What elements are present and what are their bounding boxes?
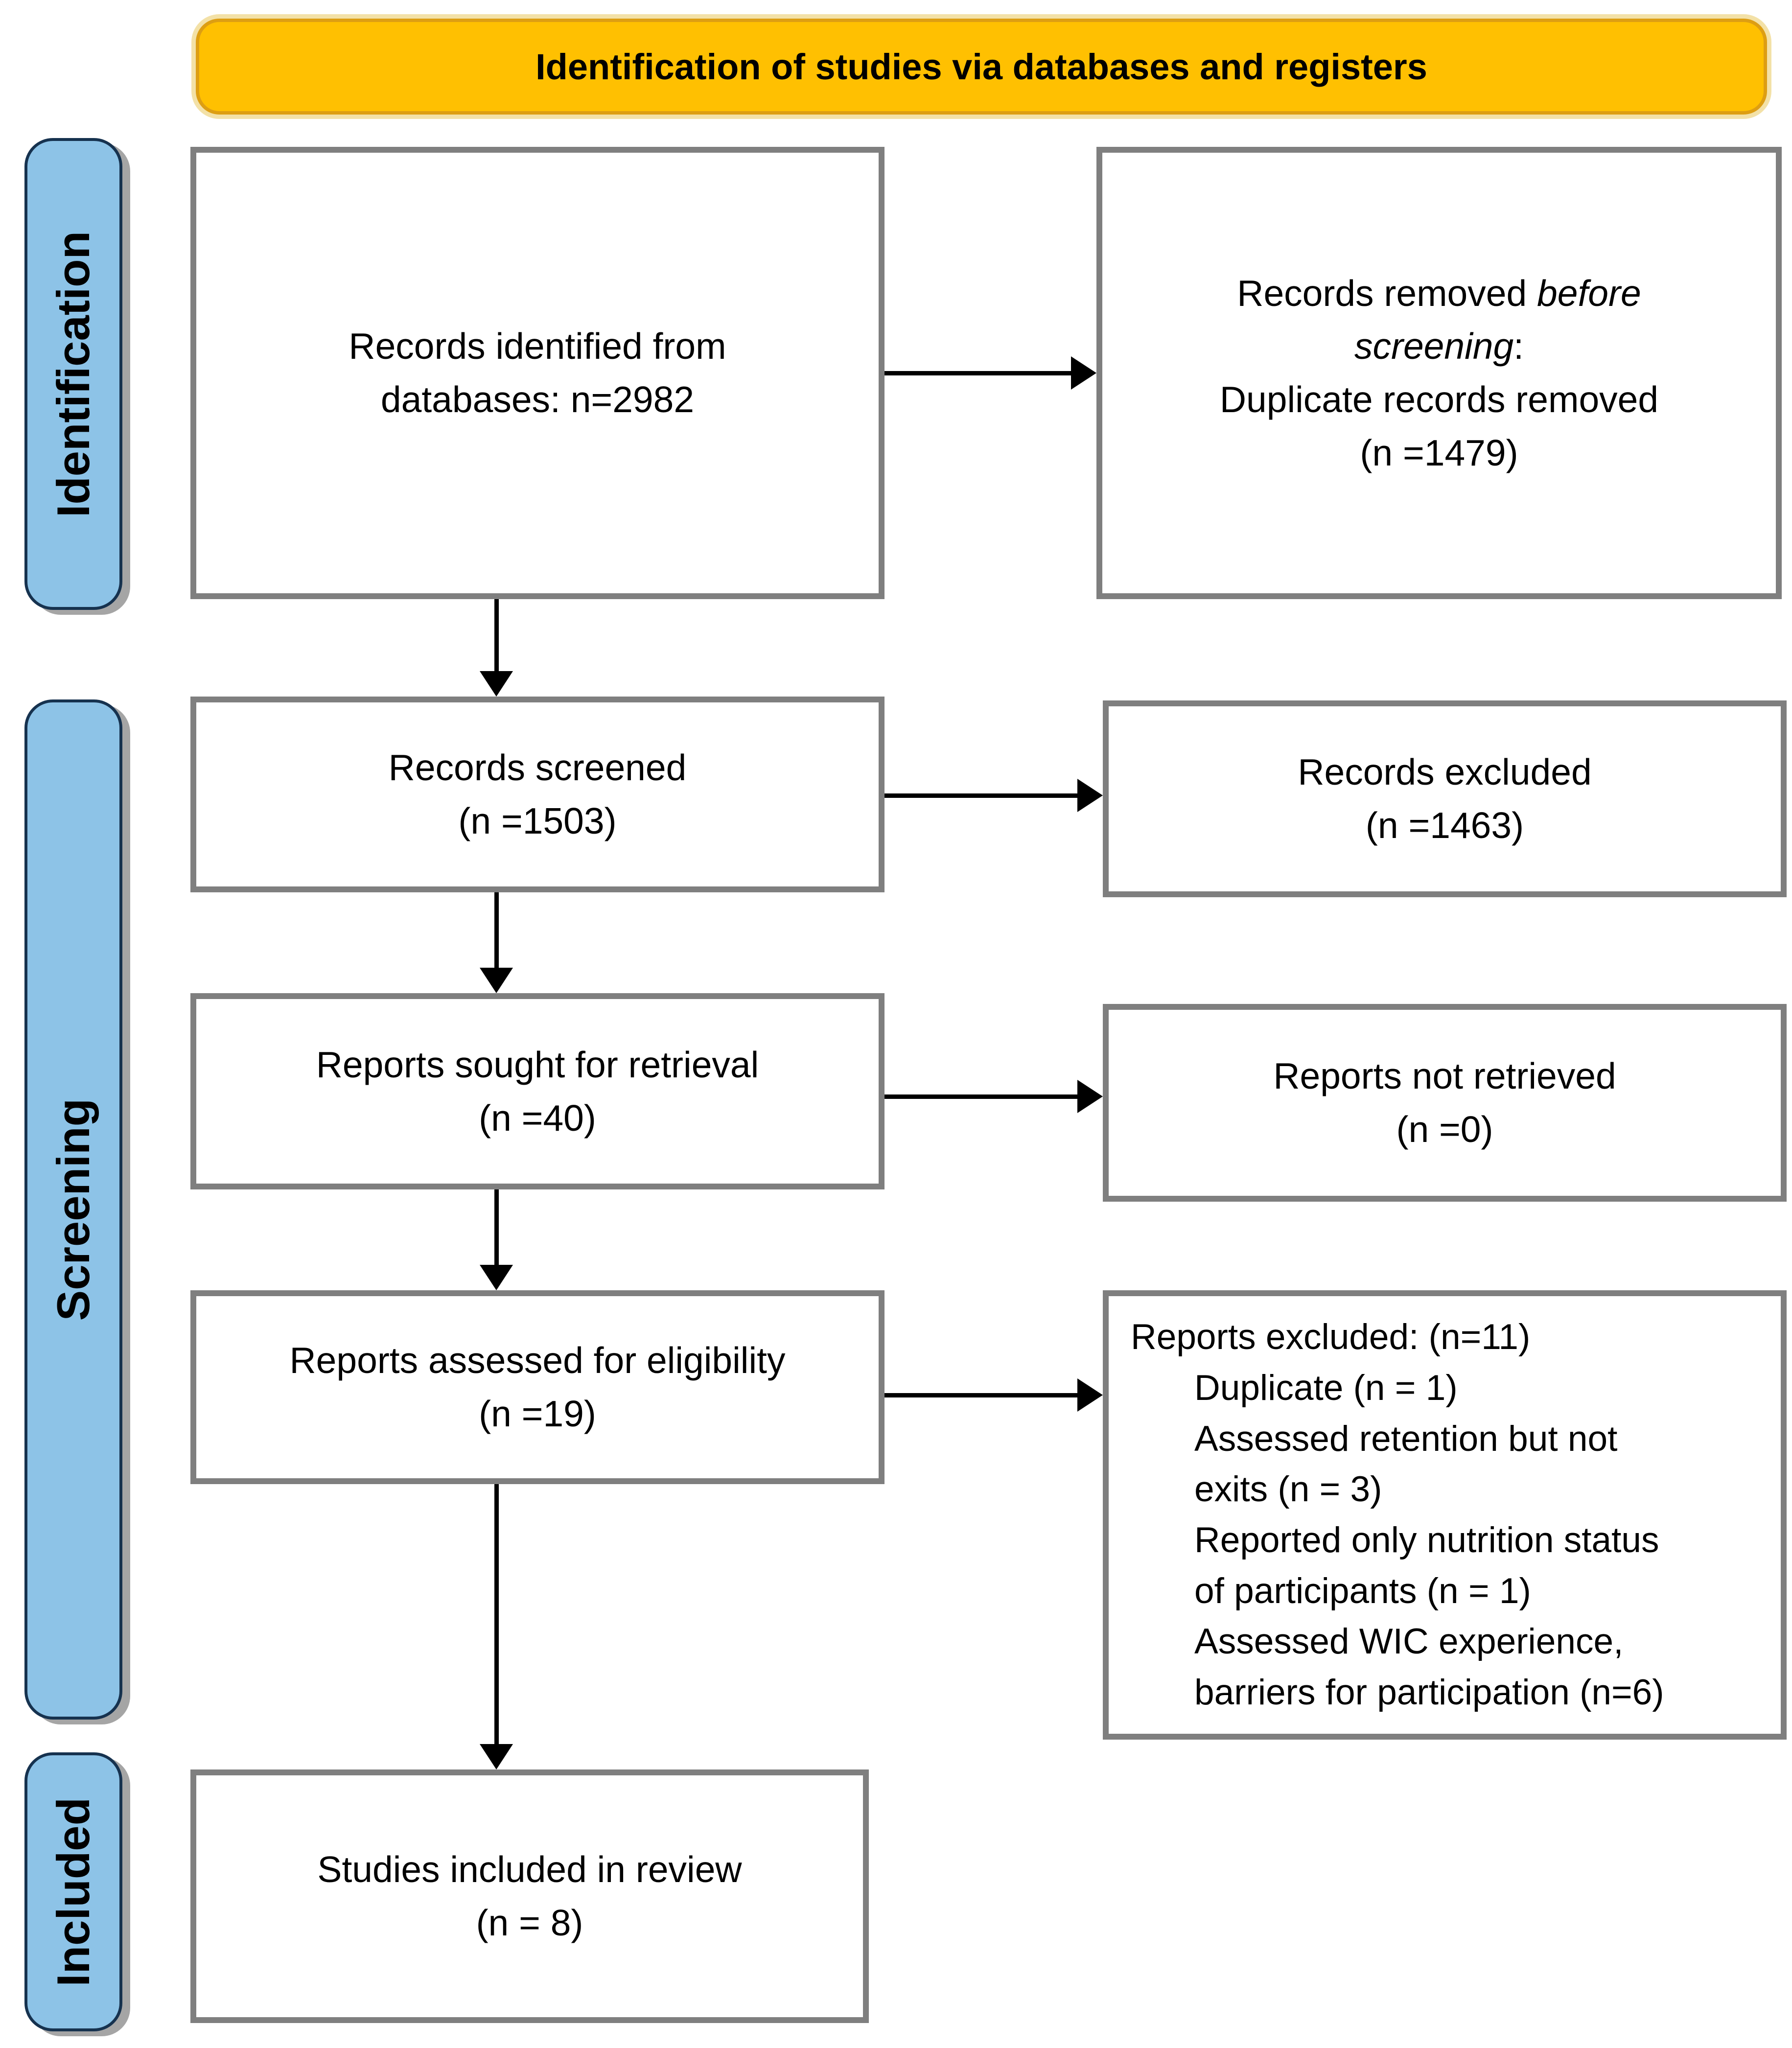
arrow-sought-to-not-retrieved (884, 1080, 1103, 1113)
box-reports-excluded-item-nutrition-2: of participants (n = 1) (1194, 1571, 1531, 1611)
box-records-removed-before-screening: Records removed before screening: Duplic… (1096, 147, 1782, 599)
box-reports-excluded-item-duplicate: Duplicate (n = 1) (1194, 1368, 1458, 1408)
box-records-identified-line2: databases: n=2982 (380, 379, 695, 420)
box-reports-excluded: Reports excluded: (n=11) Duplicate (n = … (1103, 1290, 1787, 1740)
banner-title-label: Identification of studies via databases … (535, 46, 1427, 87)
box-reports-excluded-header: Reports excluded: (n=11) (1131, 1317, 1531, 1357)
records-removed-screening-italic: screening (1354, 326, 1514, 367)
stage-label-screening: Screening (24, 699, 122, 1720)
box-records-excluded-line1: Records excluded (1298, 751, 1592, 793)
box-records-excluded: Records excluded (n =1463) (1103, 700, 1787, 897)
stage-label-screening-text: Screening (47, 1098, 99, 1321)
arrow-sought-to-assessed (480, 1189, 513, 1290)
box-reports-not-retrieved-line1: Reports not retrieved (1273, 1055, 1616, 1097)
stage-label-identification-text: Identification (47, 231, 99, 517)
box-reports-excluded-item-wic-1: Assessed WIC experience, (1194, 1622, 1624, 1662)
box-records-screened: Records screened (n =1503) (190, 697, 884, 892)
arrow-assessed-to-included (480, 1484, 513, 1769)
box-reports-not-retrieved: Reports not retrieved (n =0) (1103, 1004, 1787, 1202)
box-reports-sought-line1: Reports sought for retrieval (316, 1044, 759, 1085)
stage-label-identification: Identification (24, 138, 122, 610)
box-studies-included: Studies included in review (n = 8) (190, 1769, 869, 2023)
arrow-screened-to-sought (480, 892, 513, 993)
box-reports-excluded-item-wic-2: barriers for participation (n=6) (1194, 1672, 1664, 1712)
box-reports-assessed-line1: Reports assessed for eligibility (289, 1340, 786, 1381)
records-removed-colon: : (1513, 326, 1524, 367)
arrow-assessed-to-reports-excluded (884, 1378, 1103, 1412)
box-records-identified-line1: Records identified from (349, 326, 726, 367)
box-studies-included-line1: Studies included in review (317, 1849, 742, 1890)
box-records-screened-line2: (n =1503) (458, 800, 617, 841)
box-reports-sought: Reports sought for retrieval (n =40) (190, 993, 884, 1189)
arrow-identified-to-screened (480, 599, 513, 697)
box-reports-excluded-item-nutrition-1: Reported only nutrition status (1194, 1520, 1659, 1560)
box-reports-sought-line2: (n =40) (479, 1097, 596, 1139)
arrow-screened-to-excluded (884, 779, 1103, 812)
records-removed-before-italic: before (1537, 272, 1641, 314)
box-reports-not-retrieved-line2: (n =0) (1396, 1109, 1493, 1150)
stage-label-included-text: Included (47, 1797, 99, 1987)
box-records-removed-line2: screening: (1354, 320, 1524, 373)
box-records-removed-line4: (n =1479) (1360, 432, 1518, 473)
box-reports-excluded-item-retention-2: exits (n = 3) (1194, 1469, 1382, 1510)
arrow-identified-to-removed (884, 356, 1096, 390)
box-studies-included-line2: (n = 8) (476, 1902, 583, 1943)
box-records-identified: Records identified from databases: n=298… (190, 147, 884, 599)
records-removed-text: Records removed (1237, 272, 1537, 314)
box-records-removed-line3: Duplicate records removed (1219, 379, 1659, 420)
box-records-excluded-line2: (n =1463) (1365, 805, 1524, 846)
stage-label-included: Included (24, 1752, 122, 2031)
box-reports-assessed: Reports assessed for eligibility (n =19) (190, 1290, 884, 1484)
box-records-screened-line1: Records screened (388, 747, 687, 789)
banner-title: Identification of studies via databases … (196, 19, 1767, 115)
box-records-removed-line1: Records removed before (1237, 267, 1641, 320)
box-reports-assessed-line2: (n =19) (479, 1393, 596, 1434)
box-reports-excluded-item-retention-1: Assessed retention but not (1194, 1419, 1618, 1459)
